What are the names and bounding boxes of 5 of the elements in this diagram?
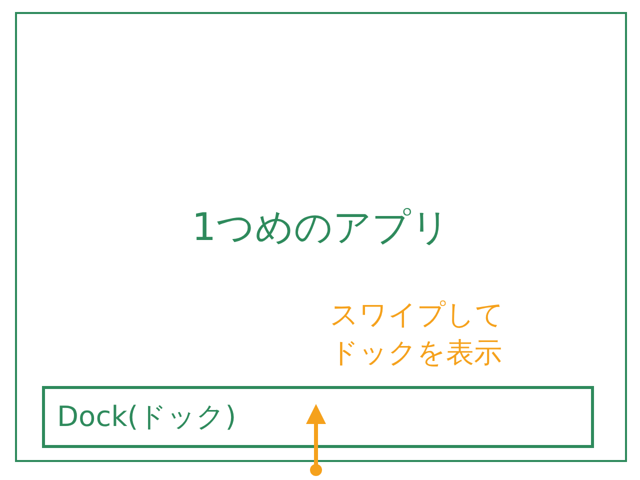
swipe-arrow xyxy=(306,404,326,476)
screen-title: 1つめのアプリ xyxy=(192,204,450,251)
dock-bar xyxy=(42,386,594,448)
app-screen-box xyxy=(15,12,627,462)
dock-label: Dock(ドック) xyxy=(57,399,236,435)
